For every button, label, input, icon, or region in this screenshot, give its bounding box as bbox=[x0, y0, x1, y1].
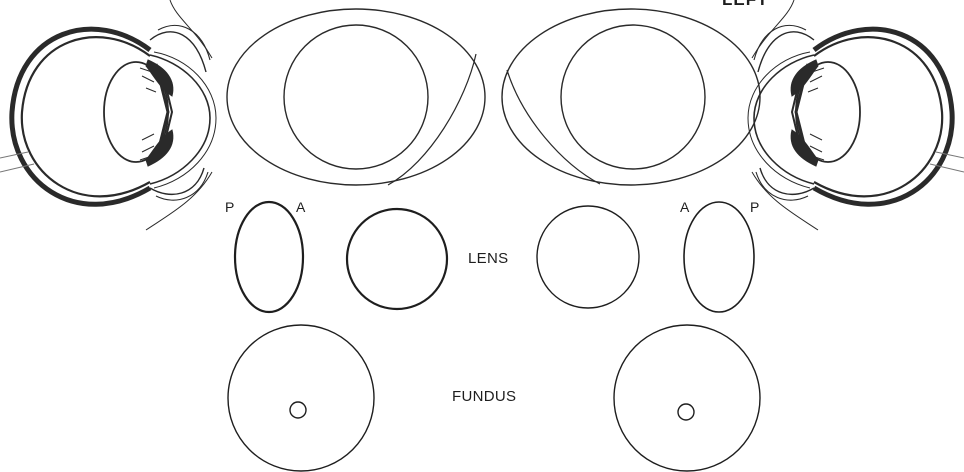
left-eye-outline bbox=[502, 9, 760, 185]
right-fundus-circle bbox=[228, 325, 374, 471]
left-fundus-circle bbox=[614, 325, 760, 471]
right-eye-external-view bbox=[227, 9, 485, 185]
right-eye-outline bbox=[227, 9, 485, 185]
right-lens-anterior-label: A bbox=[296, 200, 305, 214]
left-eye-iris-circle bbox=[561, 25, 705, 169]
right-lens-side-view bbox=[235, 202, 303, 312]
right-lens-posterior-label: P bbox=[225, 200, 234, 214]
left-lens-side-view bbox=[684, 202, 754, 312]
left-lens-anterior-label: A bbox=[680, 200, 689, 214]
right-optic-disc bbox=[290, 402, 306, 418]
left-lens-front-view bbox=[537, 206, 639, 308]
right-lens-front-view bbox=[347, 209, 447, 309]
left-eye-cross-section bbox=[748, 0, 964, 230]
top-right-label: LEFT bbox=[722, 0, 769, 8]
left-optic-disc bbox=[678, 404, 694, 420]
right-eye-cross-section bbox=[0, 0, 216, 230]
left-eye-external-view bbox=[502, 9, 760, 185]
right-eye-iris-circle bbox=[284, 25, 428, 169]
left-lens-posterior-label: P bbox=[750, 200, 759, 214]
right-eye-lid-line bbox=[388, 54, 476, 185]
fundus-section-label: FUNDUS bbox=[452, 389, 516, 404]
lens-section-label: LENS bbox=[468, 251, 508, 266]
